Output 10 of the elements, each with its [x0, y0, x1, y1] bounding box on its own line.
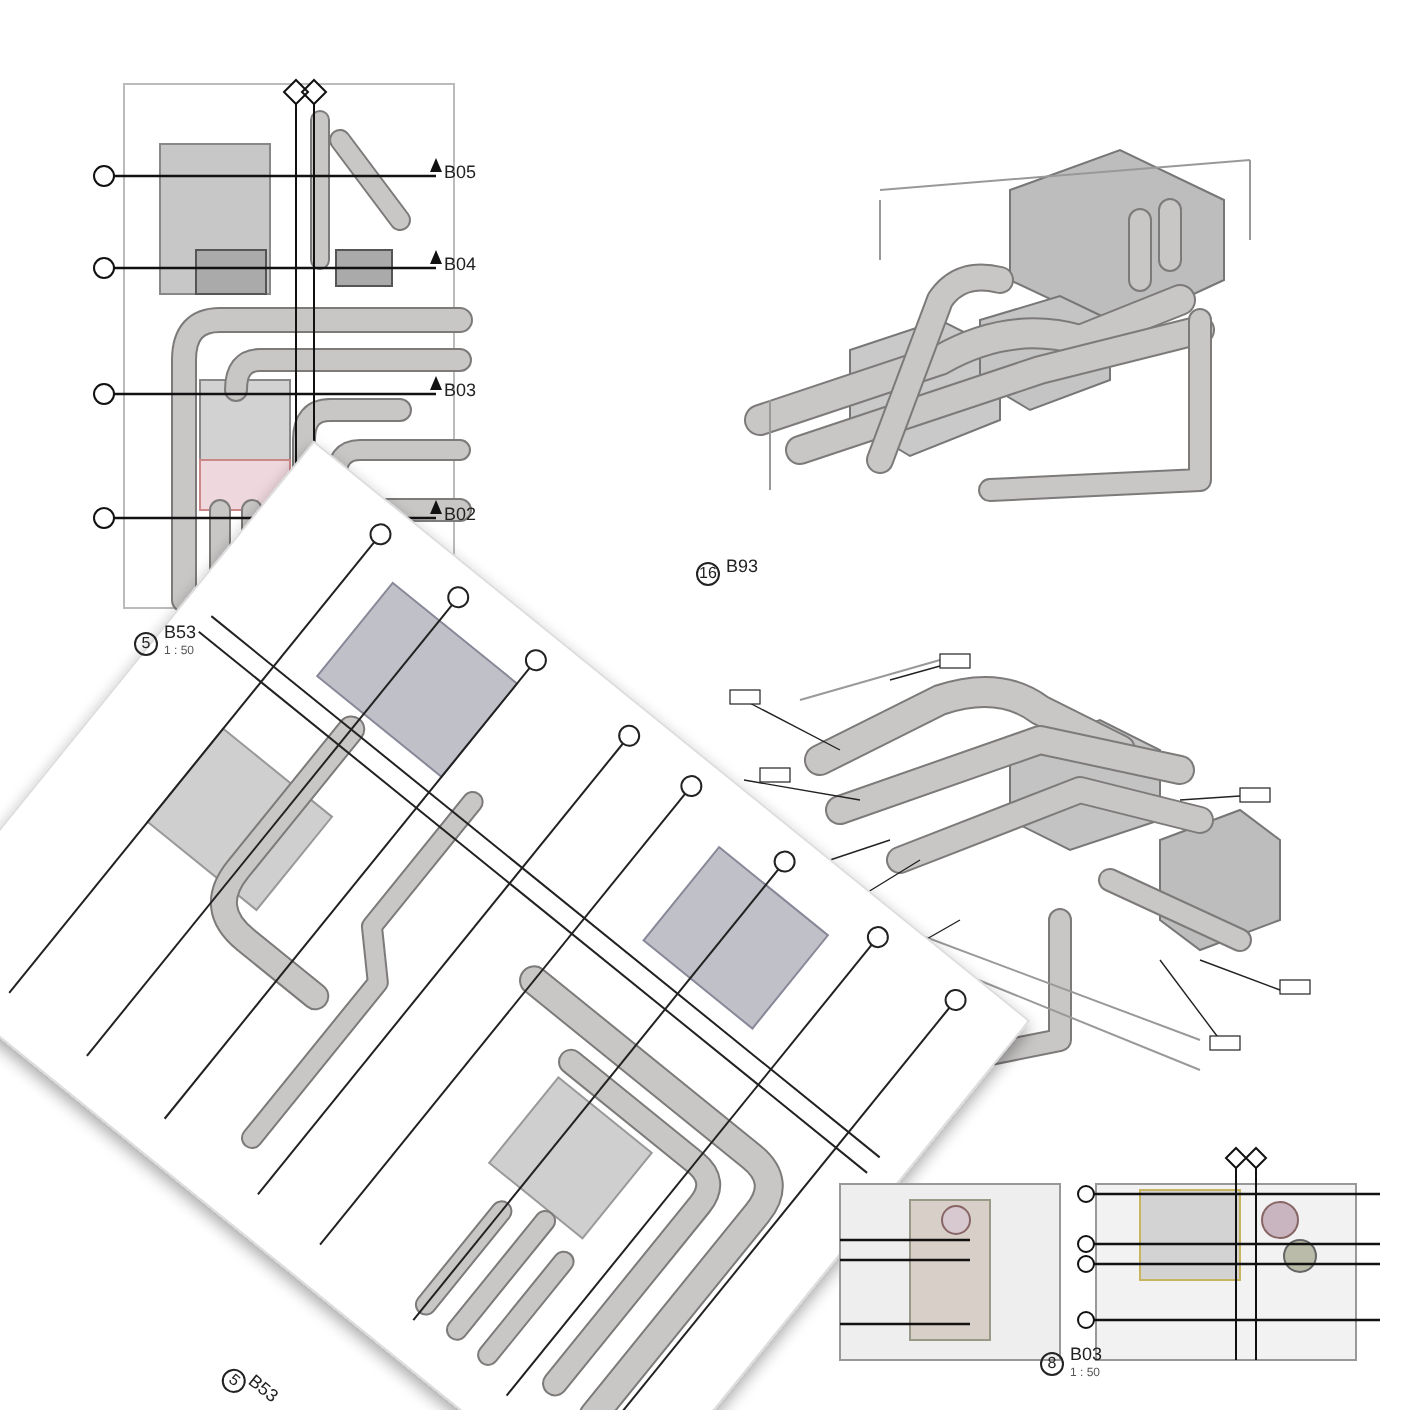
view-title: B53 — [164, 624, 197, 642]
view-number: 5 — [134, 632, 158, 656]
section-mark: B04 — [444, 256, 477, 274]
section-mark: B05 — [444, 164, 477, 182]
view-number: 8 — [1040, 1352, 1064, 1376]
view-title: B93 — [726, 558, 759, 576]
view-title: B03 — [1070, 1346, 1103, 1364]
view-number: 16 — [696, 562, 720, 586]
section-mark: B02 — [444, 506, 477, 524]
section-mark: B03 — [444, 382, 477, 400]
